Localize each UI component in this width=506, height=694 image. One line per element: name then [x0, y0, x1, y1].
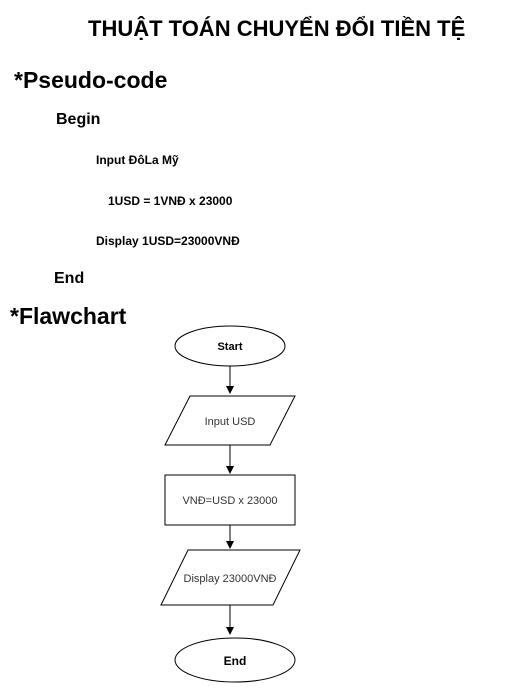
input-label: Input USD [205, 416, 256, 428]
pseudo-code-heading: *Pseudo-code [14, 67, 168, 93]
end-label: End [224, 654, 247, 668]
process-label: VNĐ=USD x 23000 [182, 495, 277, 507]
flowchart-heading: *Flawchart [10, 303, 127, 329]
end-terminal [174, 637, 296, 683]
process-box [164, 474, 296, 526]
input-parallelogram [164, 395, 296, 446]
page-title: THUẬT TOÁN CHUYỂN ĐỔI TIỀN TỆ [88, 16, 466, 41]
display-parallelogram [160, 549, 301, 606]
pseudo-line-input: Input ĐôLa Mỹ [96, 153, 179, 167]
pseudo-line-convert: 1USD = 1VNĐ x 23000 [108, 194, 233, 208]
pseudo-end: End [54, 270, 85, 287]
display-label: Display 23000VNĐ [184, 573, 277, 585]
pseudo-begin: Begin [56, 111, 101, 128]
start-label: Start [217, 341, 242, 353]
pseudo-line-display: Display 1USD=23000VNĐ [96, 234, 240, 248]
